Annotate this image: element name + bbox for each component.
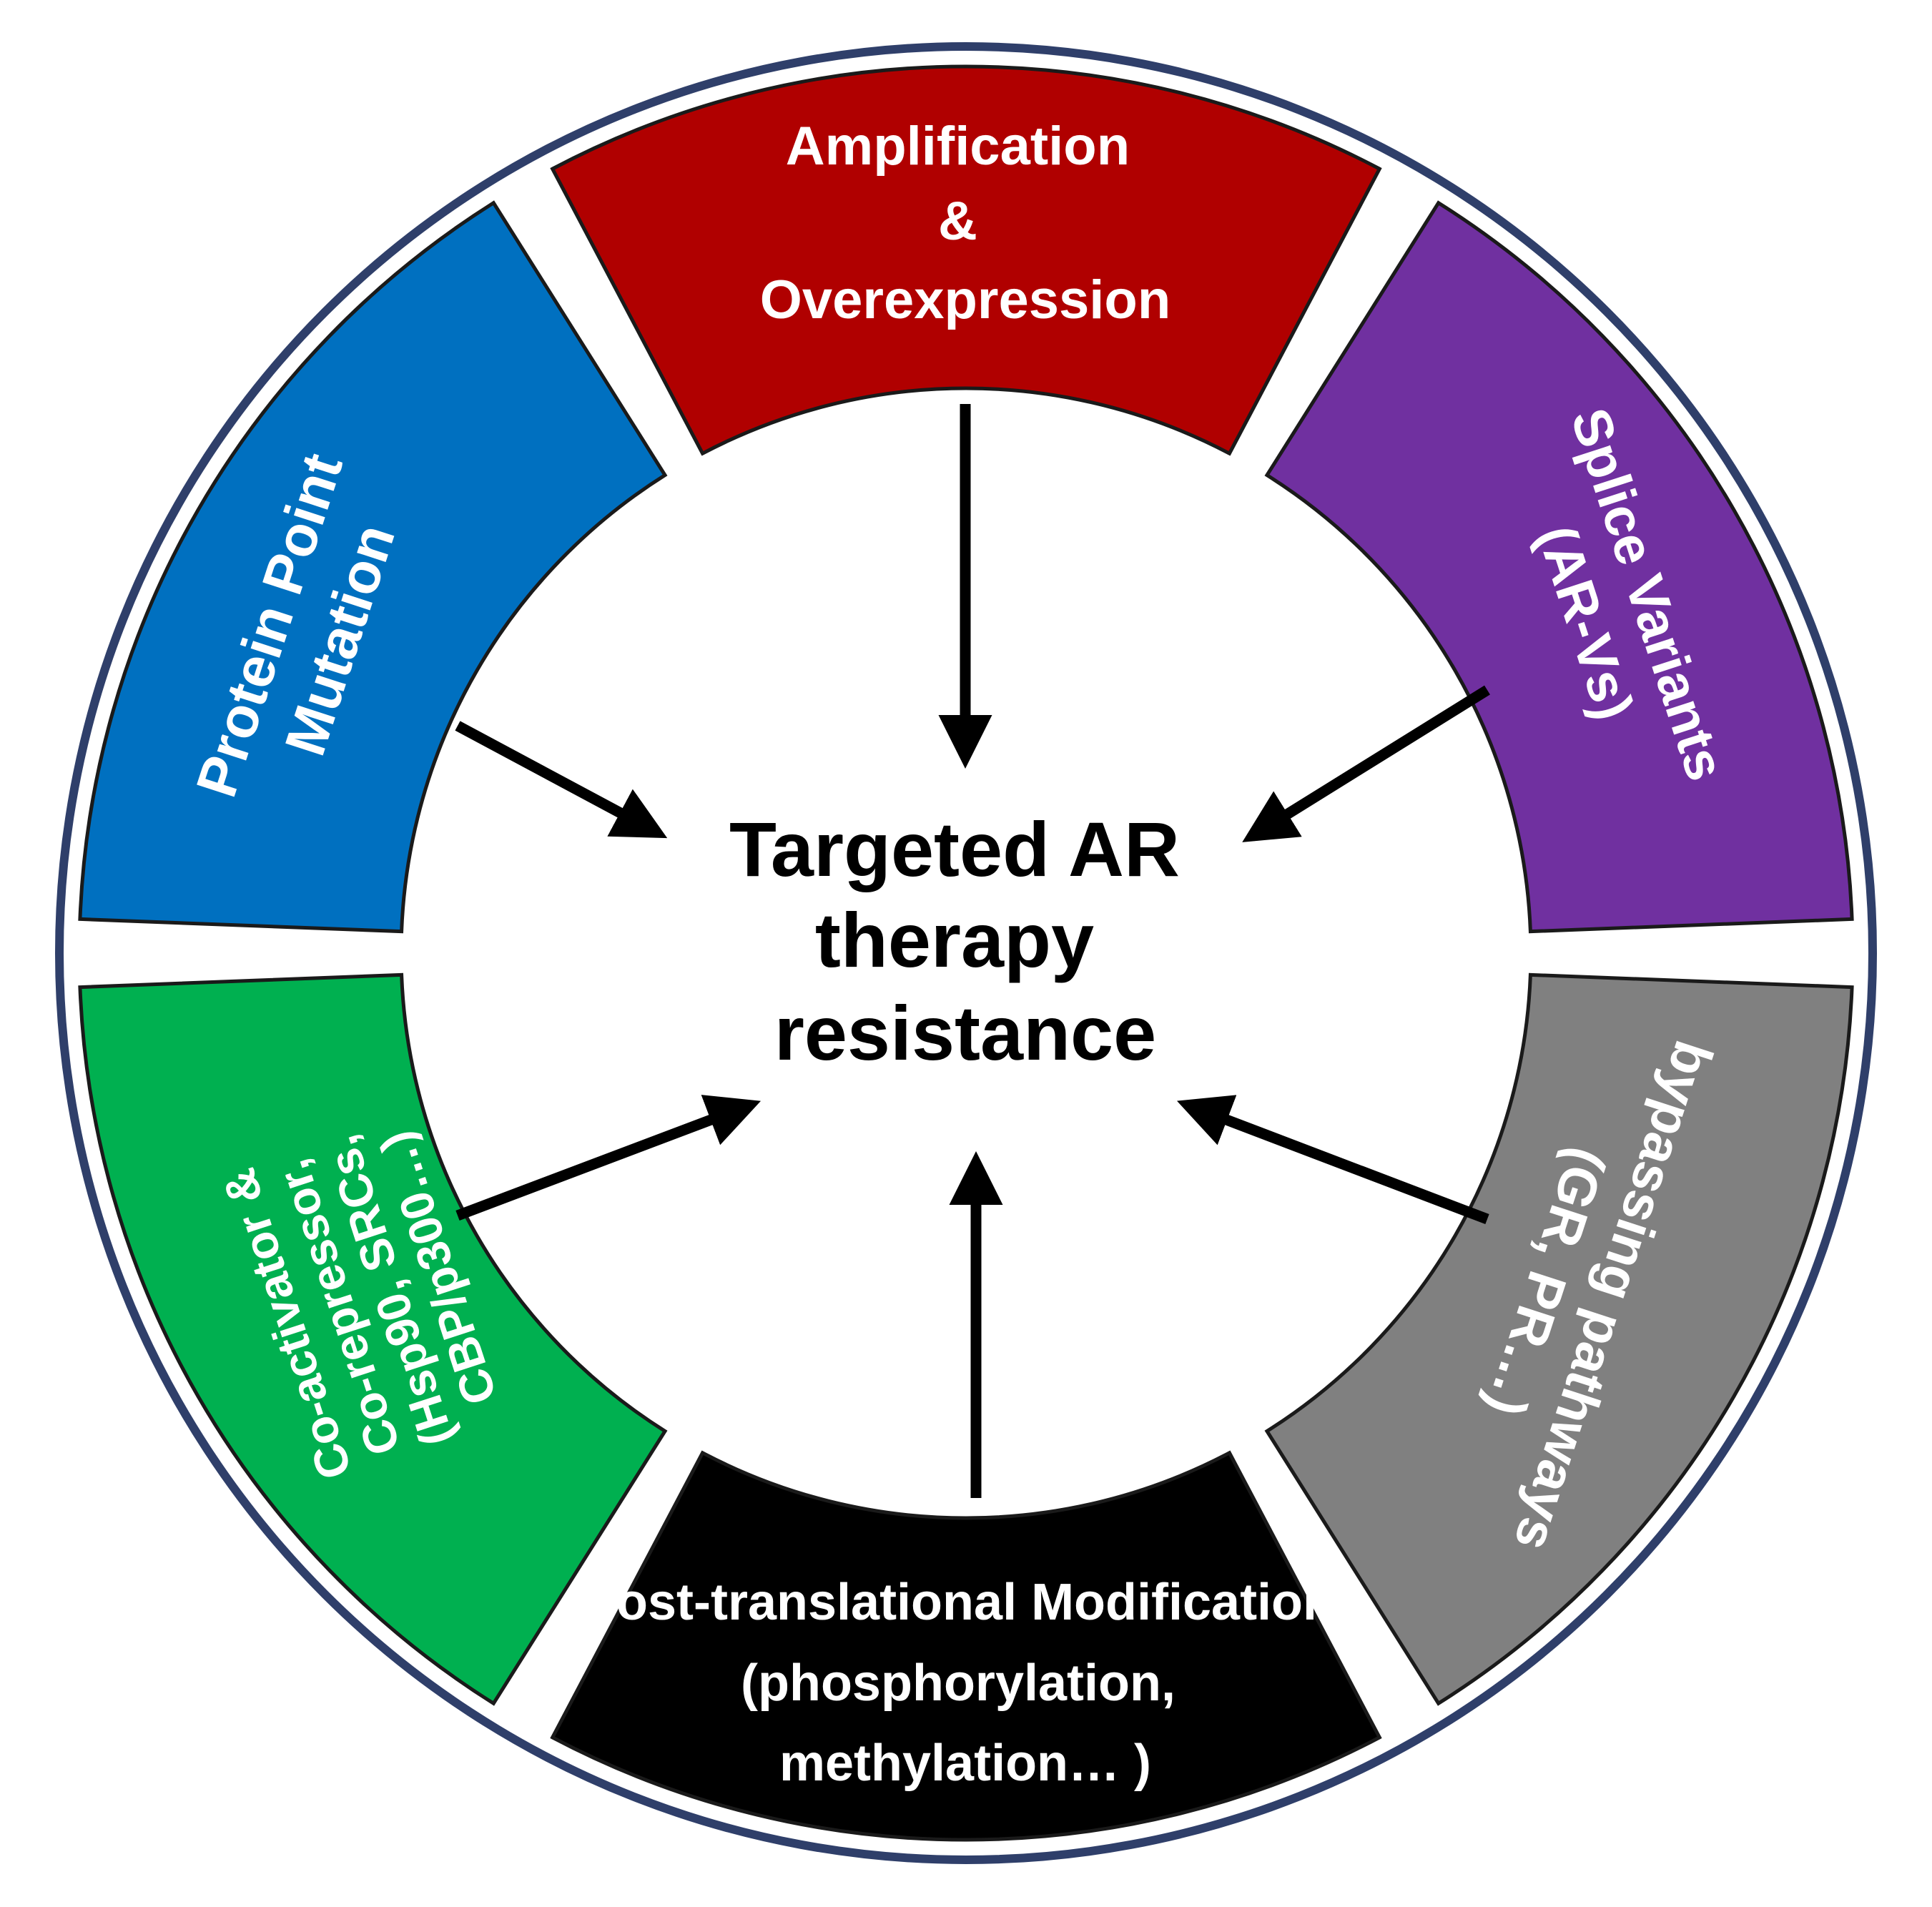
segment-upper-left xyxy=(78,200,668,934)
segments-group xyxy=(78,64,1854,1842)
segment-top-line-3: Overexpression xyxy=(760,270,1171,330)
arrow-from-lower-left xyxy=(455,1095,762,1221)
segment-bottom-line-1: Post-translational Modification xyxy=(582,1574,1334,1631)
svg-text:Post-translational Modificatio: Post-translational Modification (phospho… xyxy=(582,1574,1349,1792)
arrow-from-upper-right xyxy=(1242,685,1490,842)
segment-top-line-1: Amplification xyxy=(786,116,1130,177)
arrow-from-lower-right xyxy=(1176,1095,1489,1225)
segment-lower-right xyxy=(1264,972,1854,1706)
center-line-1: Targeted AR xyxy=(729,806,1180,892)
center-line-3: resistance xyxy=(774,990,1156,1076)
segment-upper-right xyxy=(1264,200,1854,934)
center-title: Targeted AR therapy resistance xyxy=(729,806,1201,1076)
segment-bottom-line-2: (phosphorylation, xyxy=(741,1655,1176,1712)
segment-bottom xyxy=(550,1450,1382,1842)
arrows-group xyxy=(455,404,1490,1498)
svg-text:Amplification & Ov: Amplification & Overexpression xyxy=(760,116,1171,330)
segment-lower-left xyxy=(78,972,668,1706)
segment-label-bottom: Post-translational Modification (phospho… xyxy=(582,1574,1349,1792)
segment-top xyxy=(550,64,1382,456)
arrow-from-upper-left xyxy=(455,721,668,839)
center-line-2: therapy xyxy=(815,897,1094,983)
segment-bottom-line-3: methylation… ) xyxy=(779,1735,1151,1792)
segment-top-line-2: & xyxy=(938,191,977,252)
segment-label-top: Amplification & Overexpression xyxy=(760,116,1171,330)
